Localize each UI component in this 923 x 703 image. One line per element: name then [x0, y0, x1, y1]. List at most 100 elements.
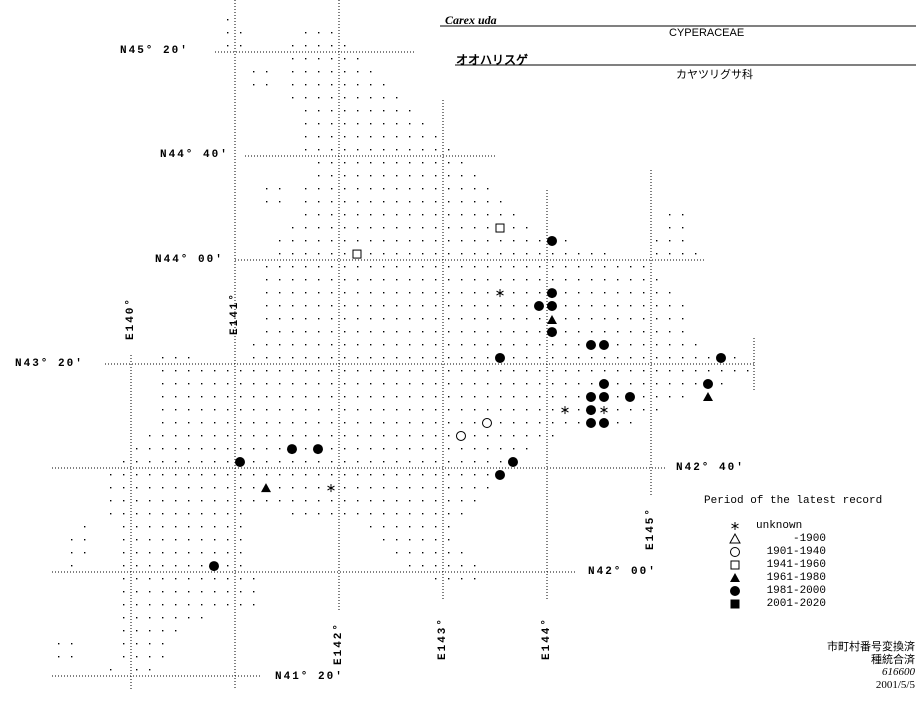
grid-dot: [565, 383, 567, 385]
grid-dot: [71, 565, 73, 567]
grid-dot: [500, 383, 502, 385]
grid-dot: [422, 448, 424, 450]
grid-dot: [344, 45, 346, 47]
grid-dot: [487, 292, 489, 294]
grid-dot: [422, 240, 424, 242]
grid-dot: [214, 539, 216, 541]
grid-dot: [201, 513, 203, 515]
record-marker-filled-triangle: [546, 315, 557, 325]
grid-dot: [188, 578, 190, 580]
grid-dot: [253, 604, 255, 606]
grid-dot: [474, 357, 476, 359]
grid-dot: [409, 539, 411, 541]
grid-dot: [214, 435, 216, 437]
grid-dot: [331, 253, 333, 255]
grid-dot: [201, 617, 203, 619]
grid-dot: [188, 461, 190, 463]
grid-dot: [526, 227, 528, 229]
grid-dot: [240, 552, 242, 554]
grid-dot: [448, 292, 450, 294]
graticule: [52, 0, 755, 690]
grid-dot: [162, 630, 164, 632]
grid-dot: [240, 396, 242, 398]
grid-dot: [422, 318, 424, 320]
grid-dot: [318, 188, 320, 190]
grid-dot: [266, 422, 268, 424]
grid-dot: [474, 292, 476, 294]
grid-dot: [474, 422, 476, 424]
grid-dot: [461, 318, 463, 320]
grid-dot: [669, 253, 671, 255]
grid-dot: [461, 292, 463, 294]
grid-dot: [474, 578, 476, 580]
grid-dot: [695, 370, 697, 372]
grid-dot: [123, 578, 125, 580]
grid-dot: [344, 162, 346, 164]
grid-dot: [383, 110, 385, 112]
grid-dot: [136, 474, 138, 476]
grid-dot: [422, 409, 424, 411]
grid-dot: [396, 539, 398, 541]
grid-dot: [292, 370, 294, 372]
grid-dot: [149, 656, 151, 658]
grid-dot: [409, 435, 411, 437]
record-marker-filled-circle: [585, 391, 596, 402]
grid-dot: [123, 604, 125, 606]
grid-dot: [305, 448, 307, 450]
grid-dot: [422, 331, 424, 333]
grid-dot: [435, 539, 437, 541]
grid-dot: [409, 110, 411, 112]
grid-dot: [448, 227, 450, 229]
grid-dot: [370, 487, 372, 489]
grid-dot: [357, 461, 359, 463]
grid-dot: [422, 396, 424, 398]
grid-dot: [396, 409, 398, 411]
grid-dot: [591, 292, 593, 294]
legend-label: 1961-1980: [766, 571, 826, 584]
grid-dot: [461, 396, 463, 398]
grid-dot: [708, 357, 710, 359]
grid-dot: [344, 513, 346, 515]
grid-dot: [396, 162, 398, 164]
grid-dot: [383, 474, 385, 476]
grid-dot: [409, 409, 411, 411]
grid-dot: [396, 214, 398, 216]
grid-dot: [669, 292, 671, 294]
grid-dot: [357, 383, 359, 385]
grid-dot: [227, 539, 229, 541]
grid-dot: [630, 279, 632, 281]
grid-dot: [214, 500, 216, 502]
grid-dot: [461, 383, 463, 385]
grid-dot: [240, 539, 242, 541]
grid-dot: [396, 500, 398, 502]
grid-dot: [513, 357, 515, 359]
grid-dot: [370, 175, 372, 177]
grid-dot: [474, 201, 476, 203]
grid-dot: [227, 591, 229, 593]
grid-dot: [136, 552, 138, 554]
grid-dot: [396, 201, 398, 203]
legend-label: 1981-2000: [766, 584, 826, 597]
grid-dot: [630, 370, 632, 372]
grid-dot: [318, 409, 320, 411]
grid-dot: [682, 357, 684, 359]
grid-dot: [331, 110, 333, 112]
grid-dot: [630, 357, 632, 359]
grid-dot: [370, 474, 372, 476]
grid-dot: [305, 253, 307, 255]
grid-dot: [656, 292, 658, 294]
grid-dot: [630, 331, 632, 333]
record-marker-filled-triangle: [260, 483, 271, 493]
grid-dot: [409, 227, 411, 229]
grid-dot: [669, 331, 671, 333]
grid-dot: [422, 435, 424, 437]
grid-dot: [539, 409, 541, 411]
grid-dot: [409, 396, 411, 398]
grid-dot: [487, 357, 489, 359]
grid-dot: [253, 383, 255, 385]
grid-dot: [370, 396, 372, 398]
grid-dot: [734, 370, 736, 372]
grid-dot: [513, 409, 515, 411]
grid-dot: [396, 331, 398, 333]
grid-dot: [331, 136, 333, 138]
